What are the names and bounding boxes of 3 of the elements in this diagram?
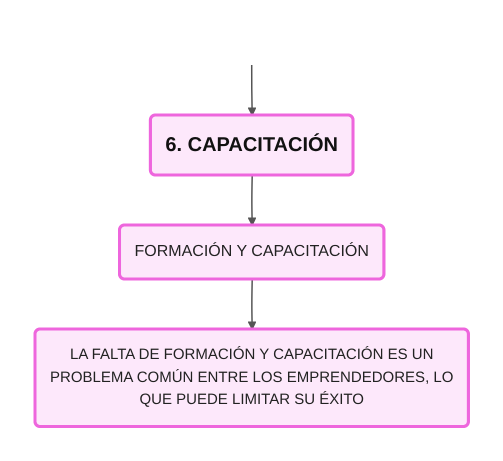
arrow [247, 175, 256, 226]
arrow [247, 64, 256, 116]
arrow [247, 279, 256, 330]
